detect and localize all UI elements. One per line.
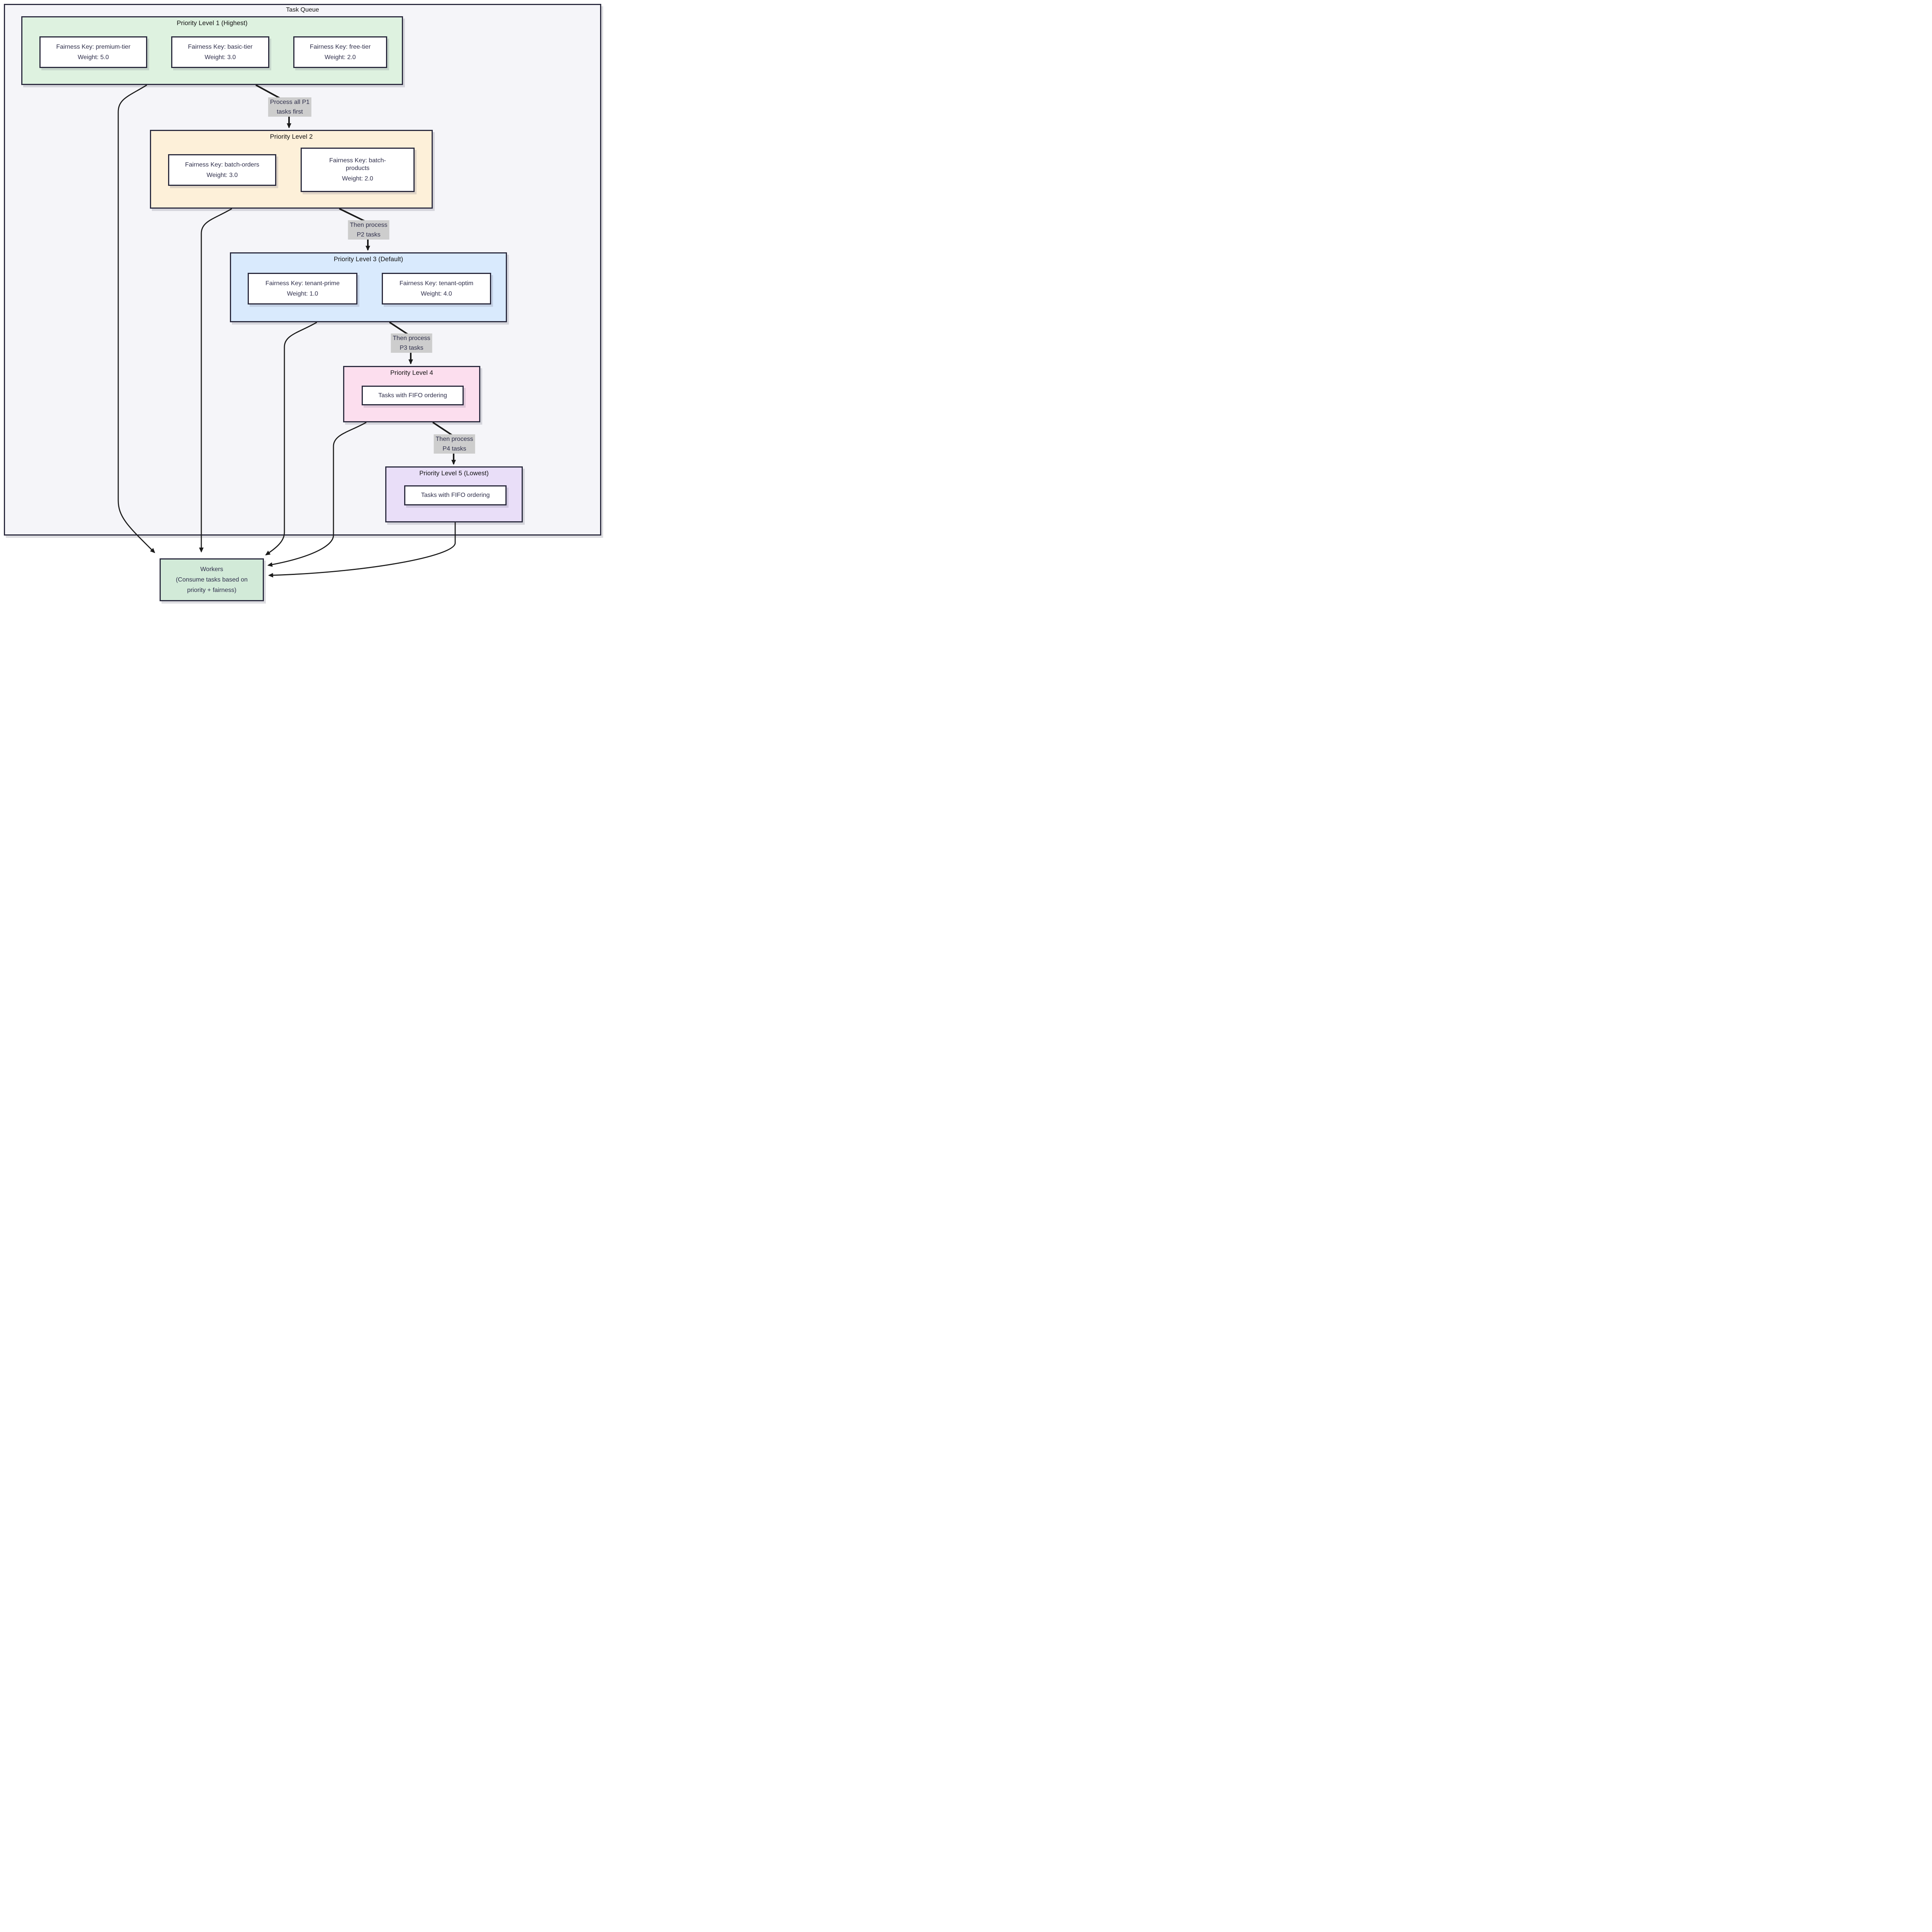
- fifo-item-p4: Tasks with FIFO ordering: [362, 386, 464, 405]
- fairness-key-label: Fairness Key: tenant-prime: [265, 280, 340, 287]
- weight-label: Weight: 5.0: [78, 54, 109, 61]
- weight-label: Weight: 2.0: [325, 54, 356, 61]
- priority-level-2-title: Priority Level 2: [270, 133, 313, 140]
- fifo-label: Tasks with FIFO ordering: [378, 392, 447, 399]
- fairness-item-free-tier: Fairness Key: free-tier Weight: 2.0: [293, 36, 387, 68]
- edge-label-line: tasks first: [277, 109, 303, 115]
- priority-level-4-title: Priority Level 4: [390, 369, 433, 376]
- priority-level-5-group: Priority Level 5 (Lowest) Tasks with FIF…: [385, 466, 523, 522]
- edge-label-line: P4 tasks: [442, 446, 466, 452]
- weight-label: Weight: 2.0: [342, 175, 373, 182]
- edge-label-line: Then process: [435, 436, 473, 442]
- edge-label-line: Process all P1: [270, 99, 310, 105]
- fairness-item-basic-tier: Fairness Key: basic-tier Weight: 3.0: [171, 36, 269, 68]
- priority-level-5-title: Priority Level 5 (Lowest): [419, 470, 489, 477]
- priority-level-3-group: Priority Level 3 (Default) Fairness Key:…: [230, 252, 507, 322]
- fairness-key-label: Fairness Key: batch-products: [329, 157, 386, 172]
- edge-label-line: Then process: [393, 335, 430, 342]
- workers-subtitle-2: priority + fairness): [187, 587, 236, 594]
- diagram-canvas: Task Queue Priority Level 1 (Highest) Fa…: [0, 0, 606, 611]
- edge-label-process-p1: Process all P1 tasks first: [268, 97, 312, 117]
- fairness-key-label: Fairness Key: basic-tier: [188, 43, 253, 50]
- workers-node: Workers (Consume tasks based on priority…: [160, 558, 264, 601]
- fairness-item-premium-tier: Fairness Key: premium-tier Weight: 5.0: [39, 36, 147, 68]
- fifo-label: Tasks with FIFO ordering: [421, 492, 490, 498]
- fairness-item-tenant-optim: Fairness Key: tenant-optim Weight: 4.0: [382, 273, 491, 304]
- edge-label-line: P3 tasks: [400, 345, 423, 351]
- weight-label: Weight: 4.0: [421, 290, 452, 297]
- fairness-item-tenant-prime: Fairness Key: tenant-prime Weight: 1.0: [248, 273, 357, 304]
- workers-subtitle-1: (Consume tasks based on: [176, 577, 248, 583]
- fairness-item-batch-products: Fairness Key: batch-products Weight: 2.0: [301, 148, 415, 192]
- fairness-key-label: Fairness Key: batch-orders: [185, 161, 260, 168]
- fairness-key-label: Fairness Key: tenant-optim: [399, 280, 474, 287]
- edge-label-process-p4: Then process P4 tasks: [434, 434, 475, 454]
- edge-label-process-p3: Then process P3 tasks: [391, 333, 432, 353]
- weight-label: Weight: 3.0: [204, 54, 236, 61]
- edge-label-line: P2 tasks: [357, 231, 381, 238]
- edge-label-process-p2: Then process P2 tasks: [348, 220, 389, 240]
- fifo-item-p5: Tasks with FIFO ordering: [404, 485, 507, 505]
- weight-label: Weight: 1.0: [287, 290, 318, 297]
- fairness-key-label: Fairness Key: free-tier: [310, 43, 371, 50]
- workers-title: Workers: [200, 566, 223, 573]
- priority-level-1-title: Priority Level 1 (Highest): [177, 20, 248, 27]
- fairness-key-label: Fairness Key: premium-tier: [56, 43, 131, 50]
- fairness-item-batch-orders: Fairness Key: batch-orders Weight: 3.0: [168, 154, 276, 186]
- priority-level-2-group: Priority Level 2 Fairness Key: batch-ord…: [150, 130, 433, 209]
- priority-level-4-group: Priority Level 4 Tasks with FIFO orderin…: [343, 366, 480, 422]
- edge-label-line: Then process: [350, 222, 388, 228]
- priority-level-1-group: Priority Level 1 (Highest) Fairness Key:…: [21, 16, 403, 85]
- weight-label: Weight: 3.0: [206, 172, 238, 179]
- priority-level-3-title: Priority Level 3 (Default): [333, 256, 403, 263]
- task-queue-title: Task Queue: [286, 7, 319, 13]
